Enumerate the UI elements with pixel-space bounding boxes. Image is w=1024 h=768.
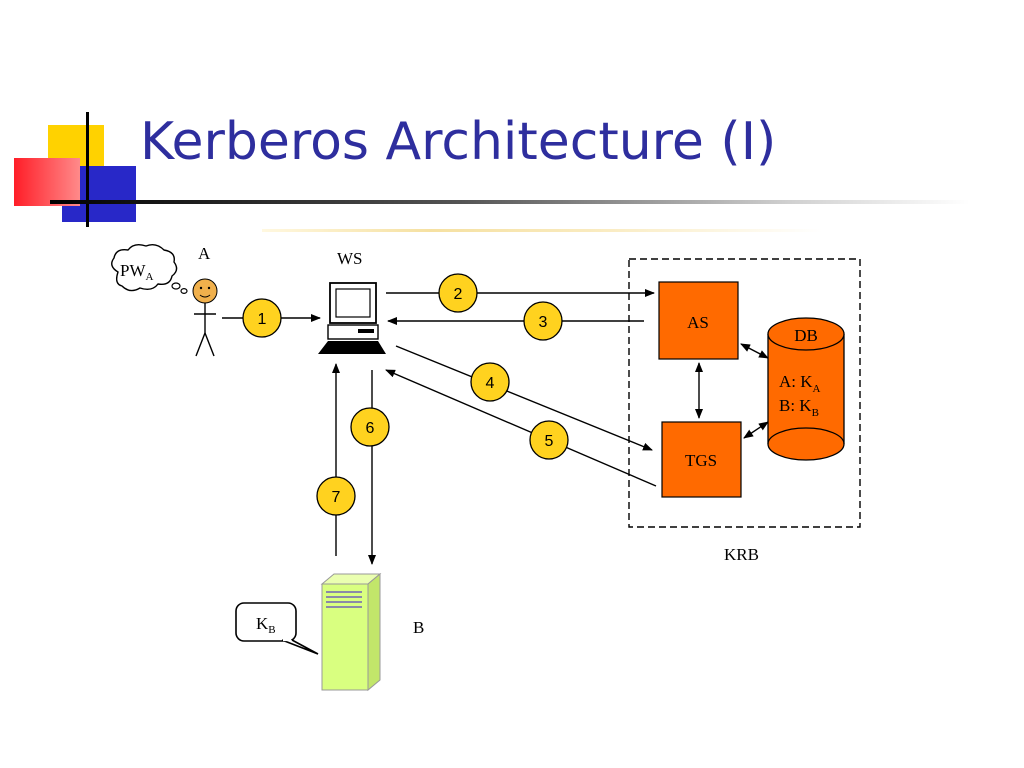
step-5-marker: 5 bbox=[529, 420, 569, 460]
step-1-marker: 1 bbox=[242, 298, 282, 338]
tgs-label: TGS bbox=[685, 451, 717, 470]
as-label: AS bbox=[687, 313, 709, 332]
tgs-server-box bbox=[661, 421, 742, 498]
step-7-marker: 7 bbox=[316, 476, 356, 516]
accent-red-square bbox=[14, 158, 80, 206]
step-4-label: 4 bbox=[486, 375, 495, 392]
step-6-label: 6 bbox=[366, 420, 375, 437]
db-entry-b: B: KB bbox=[779, 396, 819, 419]
step-2-label: 2 bbox=[454, 286, 463, 303]
step-3-label: 3 bbox=[539, 314, 548, 331]
step-4-marker: 4 bbox=[470, 362, 510, 402]
ws-label: WS bbox=[337, 249, 363, 268]
step-5-label: 5 bbox=[545, 433, 554, 450]
arrow-step-4 bbox=[395, 345, 653, 451]
db-label: DB bbox=[794, 326, 818, 345]
decorative-gold-line bbox=[262, 229, 822, 232]
step-3-marker: 3 bbox=[523, 301, 563, 341]
key-b-label: KB bbox=[256, 614, 276, 636]
title-underline bbox=[50, 200, 970, 204]
step-1-label: 1 bbox=[258, 311, 267, 328]
as-server-box bbox=[658, 281, 739, 360]
thought-cloud-icon bbox=[111, 243, 188, 295]
step-7-label: 7 bbox=[332, 489, 341, 506]
step-2-marker: 2 bbox=[438, 273, 478, 313]
krb-boundary bbox=[628, 258, 861, 528]
tgs-db-link-arrow bbox=[743, 421, 769, 439]
as-db-link-arrow bbox=[740, 343, 769, 359]
slide-title: Kerberos Architecture (I) bbox=[140, 112, 777, 172]
database-cylinder-icon bbox=[767, 317, 845, 461]
key-speech-bubble-icon bbox=[235, 602, 319, 655]
workstation-computer-icon bbox=[318, 282, 386, 354]
server-b-label: B bbox=[413, 618, 424, 637]
user-a-label: A bbox=[198, 244, 211, 263]
password-thought-label: PWA bbox=[120, 261, 154, 283]
server-b-tower-icon bbox=[320, 572, 382, 692]
arrow-step-5 bbox=[385, 369, 657, 487]
krb-label: KRB bbox=[724, 545, 759, 564]
user-stick-figure-icon bbox=[192, 278, 218, 357]
accent-vertical-line bbox=[86, 112, 89, 227]
step-6-marker: 6 bbox=[350, 407, 390, 447]
db-entry-a: A: KA bbox=[779, 372, 821, 395]
